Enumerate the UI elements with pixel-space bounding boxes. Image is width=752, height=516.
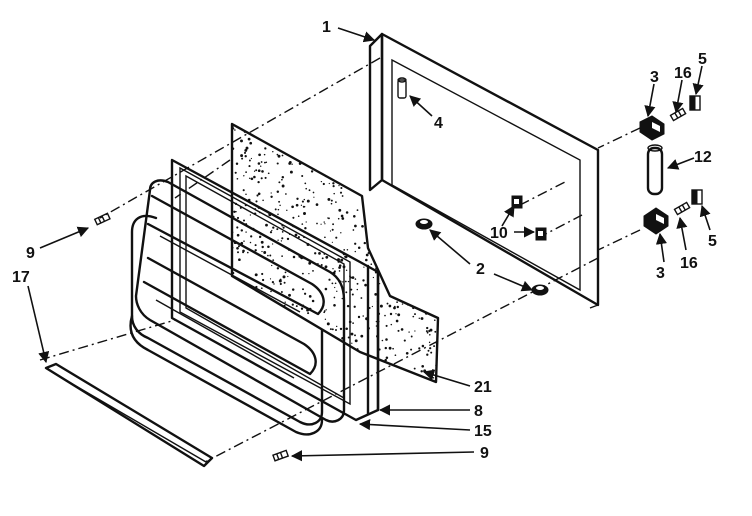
outer-door-panel [368,32,600,309]
trim-strip [44,362,214,468]
callout-labels: 1 3 16 5 4 12 10 2 5 3 16 9 17 21 8 15 9 [12,19,717,462]
callout-3: 3 [650,69,659,86]
callout-4: 4 [434,115,443,132]
alignment-lines [39,57,641,463]
callout-10: 10 [490,225,508,242]
callout-21: 21 [474,379,492,396]
callout-16: 16 [674,65,692,82]
callout-9: 9 [26,245,35,262]
callout-17: 17 [12,269,30,286]
screws [93,212,290,462]
leader-lines [27,27,711,462]
callout-5: 5 [698,51,707,68]
callout-1: 1 [322,19,331,36]
callout-15: 15 [474,423,492,440]
callout-3b: 3 [656,265,665,282]
callout-8: 8 [474,403,483,420]
callout-9b: 9 [480,445,489,462]
callout-5b: 5 [708,233,717,250]
callout-2: 2 [476,261,485,278]
callout-16b: 16 [680,255,698,272]
hinge-hardware [639,95,703,235]
callout-12: 12 [694,149,712,166]
liner-frames [170,158,380,422]
door-liner [129,179,346,436]
